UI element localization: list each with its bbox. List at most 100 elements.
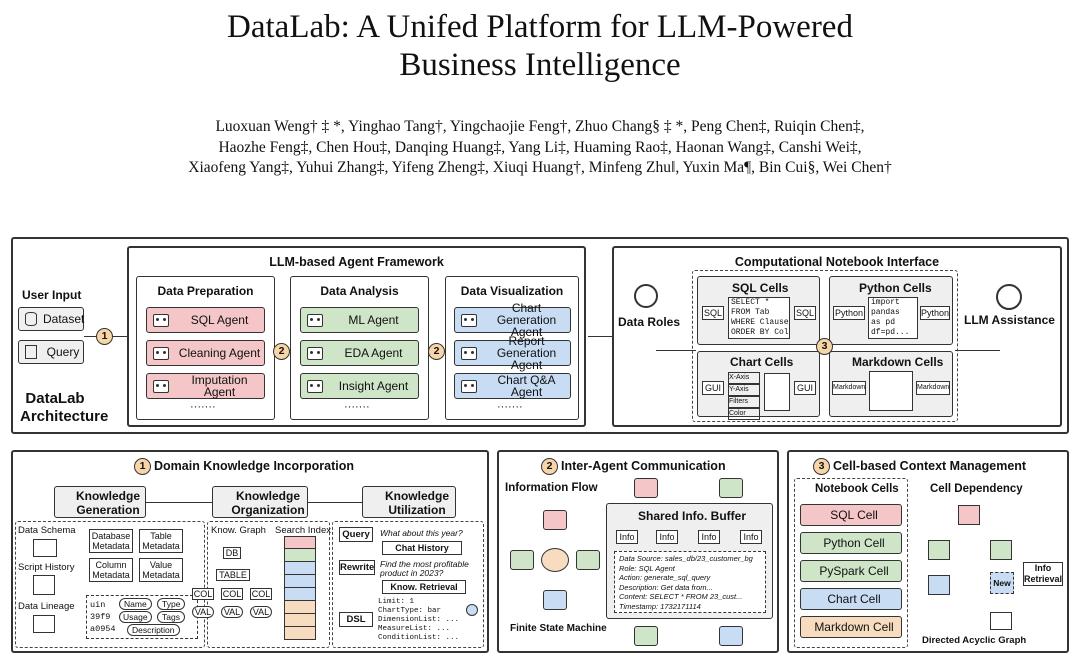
- inter-agent-title: Inter-Agent Communication: [561, 459, 726, 473]
- generation-area: [15, 521, 205, 648]
- sql-agent: SQL Agent: [146, 307, 265, 333]
- markdown-cell: Markdown Cell: [800, 616, 902, 638]
- step-2-badge: 2: [428, 343, 445, 360]
- metadata-fields: uin Name Type 39f9 Usage Tags a0954 Desc…: [86, 595, 198, 639]
- robot-icon: [153, 379, 169, 393]
- paper-title: DataLab: A Unifed Platform for LLM-Power…: [0, 8, 1080, 84]
- robot-icon: [461, 346, 477, 360]
- openai-icon: [996, 284, 1022, 310]
- author-line: Haozhe Feng‡, Chen Hou‡, Danqing Huang‡,…: [218, 138, 862, 156]
- bidirectional-arrow: [588, 336, 612, 337]
- shared-info-buffer-title: Shared Info. Buffer: [638, 509, 747, 523]
- graph-node-col: COL: [192, 588, 214, 600]
- agent-node: [543, 510, 567, 530]
- agent-node: [543, 590, 567, 610]
- bar-chart-icon: [764, 373, 790, 411]
- utilization-area: [332, 521, 484, 648]
- info-chip: Info: [656, 530, 678, 544]
- pyspark-cell: PySpark Cell: [800, 560, 902, 582]
- robot-icon: [153, 313, 169, 327]
- context-management-title: Cell-based Context Management: [833, 459, 1027, 473]
- data-lineage-label: Data Lineage: [18, 601, 75, 612]
- arrow: [955, 350, 1000, 351]
- followup-question: What about this year?: [380, 528, 463, 538]
- dag-node-sql: [958, 505, 980, 525]
- history-icon: [33, 575, 55, 595]
- dag-node-python: [990, 540, 1012, 560]
- graph-node-table: TABLE: [216, 569, 250, 581]
- column-metadata: Column Metadata: [89, 558, 133, 582]
- search-index-label: Search Index: [275, 525, 331, 536]
- graph-node-val: VAL: [192, 606, 214, 618]
- python-cell: Python Cell: [800, 532, 902, 554]
- arrow: [146, 502, 212, 503]
- arrow: [84, 336, 96, 337]
- dag-node-markdown: [990, 612, 1012, 630]
- finite-state-machine-label: Finite State Machine: [510, 623, 607, 634]
- dag-node-chart: [928, 575, 950, 595]
- data-roles-label: Data Roles: [618, 315, 681, 329]
- query-box: Query: [339, 527, 373, 542]
- cleaning-agent: Cleaning Agent: [146, 340, 265, 366]
- chart-cells-title: Chart Cells: [730, 355, 794, 369]
- data-schema-label: Data Schema: [18, 525, 76, 536]
- robot-icon: [461, 313, 477, 327]
- graph-node-val: VAL: [250, 606, 272, 618]
- panel-3-badge: 3: [813, 458, 830, 475]
- agent-node: [634, 478, 658, 498]
- graph-node-col: COL: [250, 588, 272, 600]
- robot-icon: [153, 346, 169, 360]
- step-2-badge: 2: [273, 343, 290, 360]
- database-icon: [25, 312, 37, 326]
- value-metadata: Value Metadata: [139, 558, 183, 582]
- robot-icon: [307, 379, 323, 393]
- script-history-label: Script History: [18, 562, 75, 573]
- dsl-box: DSL: [339, 612, 373, 627]
- markdown-cells-title: Markdown Cells: [852, 355, 944, 369]
- dataset-input: Dataset: [18, 307, 84, 331]
- sql-output-tag: SQL: [794, 306, 816, 320]
- more-agents-ellipsis: ·······: [497, 401, 523, 413]
- search-document-icon: [25, 345, 37, 359]
- python-input-tag: Python: [833, 306, 865, 320]
- graph-node-val: VAL: [221, 606, 243, 618]
- agent-node: [510, 550, 534, 570]
- report-generation-agent: Report Generation Agent: [454, 335, 571, 371]
- info-chip: Info: [740, 530, 762, 544]
- step-3-badge: 3: [816, 338, 833, 355]
- agent-node: [719, 478, 743, 498]
- cell-dependency-title: Cell Dependency: [930, 483, 1023, 495]
- architecture-name: DataLab Architecture: [20, 390, 109, 425]
- chart-options: X-Axis Y-Axis Filters Color: [728, 372, 760, 420]
- query-input: Query: [18, 340, 84, 364]
- robot-icon: [461, 379, 477, 393]
- python-output-tag: Python: [920, 306, 950, 320]
- rewritten-question: Find the most profitable product in 2023…: [380, 559, 469, 578]
- author-line: Luoxuan Weng† ‡ *, Yinghao Tang†, Yingch…: [215, 118, 865, 135]
- robot-icon: [307, 346, 323, 360]
- user-input-label: User Input: [22, 288, 82, 302]
- data-analysis-title: Data Analysis: [320, 284, 399, 298]
- rewrite-box: Rewrite: [339, 560, 375, 575]
- title-line-2: Business Intelligence: [399, 47, 681, 83]
- search-index-stack: [284, 536, 316, 640]
- chart-generation-agent: Chart Generation Agent: [454, 302, 571, 338]
- robot-icon: [307, 313, 323, 327]
- dag-label: Directed Acyclic Graph: [922, 635, 1027, 646]
- users-icon: [634, 284, 658, 308]
- insight-agent: Insight Agent: [300, 373, 419, 399]
- central-agent-node: [541, 548, 569, 572]
- llm-assistance-label: LLM Assistance: [964, 313, 1055, 327]
- know-retrieval-box: Know. Retrieval: [382, 580, 466, 594]
- chat-history-box: Chat History: [382, 541, 462, 555]
- more-agents-ellipsis: ·······: [344, 401, 370, 413]
- document-icon: [869, 371, 913, 411]
- lineage-icon: [33, 615, 55, 633]
- dag-node-new: New: [990, 572, 1014, 594]
